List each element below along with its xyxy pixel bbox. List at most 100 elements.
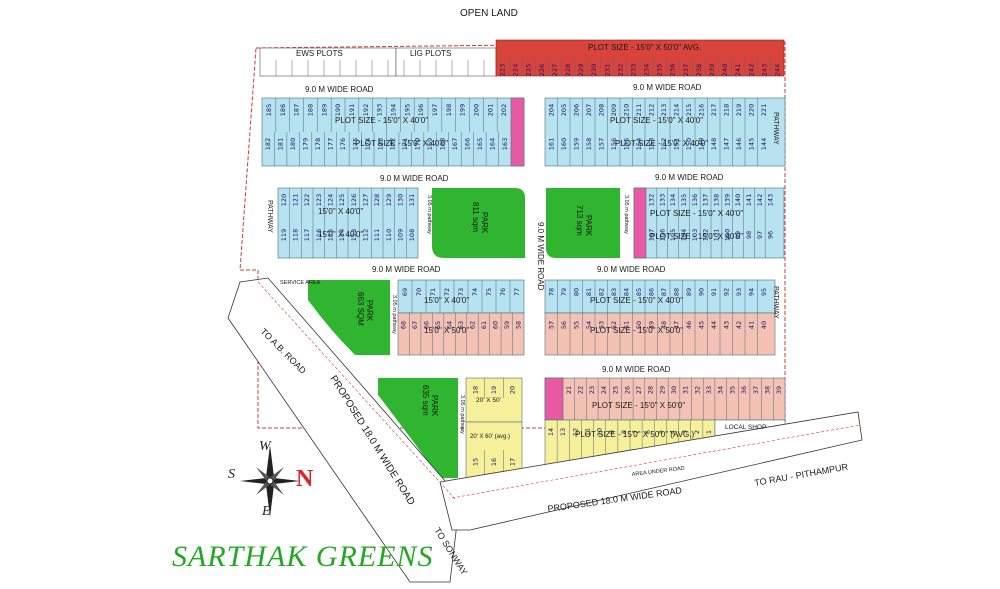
- plot-number: 112: [362, 229, 370, 241]
- pathway-park3: 3.05 m pathway: [391, 295, 397, 334]
- plot-number: 31: [682, 386, 690, 394]
- plot-number: 127: [362, 194, 370, 206]
- block-4-corner: [633, 187, 647, 259]
- project-title: SARTHAK GREENS: [172, 540, 434, 573]
- plot-number: 216: [697, 104, 705, 116]
- lig-plots-block: [395, 47, 497, 77]
- compass-n: N: [296, 466, 314, 492]
- plot-number: 22: [577, 386, 585, 394]
- plot-number: 213: [660, 104, 668, 116]
- plot-number: 168: [439, 138, 447, 150]
- plot-number: 225: [525, 64, 533, 76]
- plot-number: 157: [597, 138, 605, 150]
- plot-number: 21: [565, 386, 573, 394]
- plot-number: 123: [315, 194, 323, 206]
- plot-number: 99: [734, 231, 742, 239]
- plot-number: 58: [514, 321, 522, 329]
- plot-number: 114: [338, 229, 346, 241]
- plot-number: 94: [747, 288, 755, 296]
- plot-number: 115: [327, 229, 335, 241]
- plot-number: 103: [691, 229, 699, 241]
- plot-number: 220: [747, 104, 755, 116]
- plot-number: 38: [763, 386, 771, 394]
- plot-number: 68: [400, 321, 408, 329]
- plot-number: 60: [491, 321, 499, 329]
- plot-number: 15: [471, 458, 479, 466]
- road-mid1: 9.0 M WIDE ROAD: [380, 174, 449, 183]
- plot-number: 186: [279, 104, 287, 116]
- plot-number: 14: [547, 428, 555, 436]
- plot-number: 235: [656, 64, 664, 76]
- road-mid1-right: 9.0 M WIDE ROAD: [655, 173, 724, 182]
- plot-number: 83: [610, 288, 618, 296]
- plot-number: 161: [547, 138, 555, 150]
- plot-number: 140: [734, 194, 742, 206]
- plot-number: 132: [647, 194, 655, 206]
- lig-plots-label: LIG PLOTS: [410, 49, 451, 58]
- plot-number: 9: [608, 430, 616, 434]
- plot-number: 49: [647, 321, 655, 329]
- plot-number: 150: [685, 138, 693, 150]
- plot-number: 118: [292, 229, 300, 241]
- block-5-bottom-size: 15'0" X 50'0": [424, 326, 469, 335]
- block-2-bottom-size: PLOT SIZE - 15'0" X 40'0": [615, 139, 708, 148]
- plot-number: 226: [538, 64, 546, 76]
- road-mid2-right: 9.0 M WIDE ROAD: [597, 265, 666, 274]
- plot-number: 100: [723, 229, 731, 241]
- plot-number: 236: [669, 64, 677, 76]
- block-1-top-size: PLOT SIZE - 15'0" X 40'0": [335, 116, 428, 125]
- proposed-road-south: [439, 411, 863, 531]
- plot-number: 92: [722, 288, 730, 296]
- pathway-park2: 3.05 m pathway: [623, 195, 629, 234]
- block-7-top: [544, 377, 786, 421]
- plot-number: 194: [389, 104, 397, 116]
- site-boundary: [239, 41, 786, 429]
- plot-number: 191: [348, 104, 356, 116]
- plot-number: 153: [647, 138, 655, 150]
- ews-plots-label: EWS PLOTS: [296, 49, 343, 58]
- plot-number: 86: [647, 288, 655, 296]
- plot-number: 228: [564, 64, 572, 76]
- plot-number: 181: [277, 138, 285, 150]
- ews-plots-block: [259, 47, 397, 77]
- plot-number: 70: [415, 288, 423, 296]
- plot-number: 42: [735, 321, 743, 329]
- plot-number: 54: [585, 321, 593, 329]
- block-6-bottom-size: PLOT SIZE - 15'0" X 50'0": [590, 326, 683, 335]
- plot-number: 223: [499, 64, 507, 76]
- plot-number: 101: [712, 229, 720, 241]
- plot-number: 111: [373, 229, 381, 241]
- plot-number: 173: [376, 138, 384, 150]
- plot-number: 212: [647, 104, 655, 116]
- plot-number: 171: [401, 138, 409, 150]
- plot-number: 199: [459, 104, 467, 116]
- plot-number: 4: [669, 430, 677, 434]
- plot-number: 12: [571, 428, 579, 436]
- plot-number: 239: [708, 64, 716, 76]
- plot-number: 202: [500, 104, 508, 116]
- plot-number: 158: [585, 138, 593, 150]
- block-8-bottom: [465, 421, 523, 479]
- local-shop-label: LOCAL SHOP: [725, 424, 766, 431]
- plot-number: 130: [397, 194, 405, 206]
- plot-number: 201: [486, 104, 494, 116]
- block-1: [261, 97, 525, 167]
- plot-number: 143: [767, 194, 775, 206]
- plot-number: 187: [293, 104, 301, 116]
- plot-number: 117: [303, 229, 311, 241]
- plot-number: 156: [610, 138, 618, 150]
- plot-number: 169: [426, 138, 434, 150]
- block-3-top-size: 15'0" X 40'0": [318, 207, 363, 216]
- block-2-top-size: PLOT SIZE - 15'0" X 40'0": [610, 116, 703, 125]
- plot-number: 136: [691, 194, 699, 206]
- compass-e: E: [261, 504, 271, 519]
- plot-number: 241: [734, 64, 742, 76]
- plot-number: 175: [351, 138, 359, 150]
- plot-number: 66: [423, 321, 431, 329]
- plot-number: 206: [572, 104, 580, 116]
- plot-number: 50: [635, 321, 643, 329]
- plot-number: 237: [682, 64, 690, 76]
- plot-number: 3: [681, 430, 689, 434]
- plot-number: 133: [658, 194, 666, 206]
